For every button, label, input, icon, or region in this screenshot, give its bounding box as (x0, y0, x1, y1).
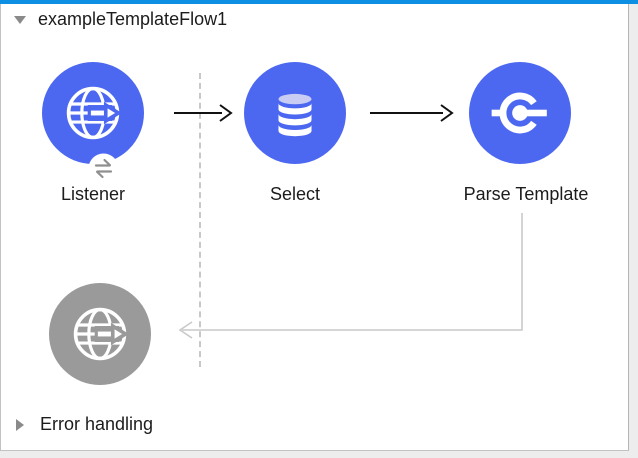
flow-connector-arrow-2[interactable] (365, 101, 457, 125)
node-select[interactable] (244, 62, 346, 164)
selected-tab-accent-bar (0, 0, 638, 4)
node-listener[interactable] (42, 62, 144, 164)
scroll-gutter-right (629, 4, 638, 458)
mule-core-icon (487, 80, 553, 146)
node-label-parse-template: Parse Template (463, 184, 589, 204)
node-label-listener: Listener (60, 184, 126, 204)
flow-title[interactable]: exampleTemplateFlow1 (38, 9, 228, 29)
node-disabled-http[interactable] (49, 283, 151, 385)
canvas-border-bottom (0, 450, 629, 451)
node-label-select: Select (269, 184, 321, 204)
gray-elbow-connector-arrow[interactable] (175, 205, 535, 345)
error-handling-expand-toggle-icon[interactable] (16, 419, 24, 431)
message-exchange-badge-icon (88, 153, 119, 184)
canvas-border-left (0, 4, 1, 451)
canvas-border-right (628, 4, 629, 451)
flow-connector-arrow-1[interactable] (170, 101, 236, 125)
error-handling-title[interactable]: Error handling (40, 414, 154, 434)
scroll-gutter-bottom (0, 451, 629, 458)
flow-collapse-toggle-icon[interactable] (14, 16, 26, 24)
node-parse-template[interactable] (469, 62, 571, 164)
http-request-globe-icon (66, 300, 134, 368)
database-icon (262, 80, 328, 146)
http-listener-globe-icon (59, 79, 127, 147)
drop-target-guide-line (199, 73, 201, 367)
